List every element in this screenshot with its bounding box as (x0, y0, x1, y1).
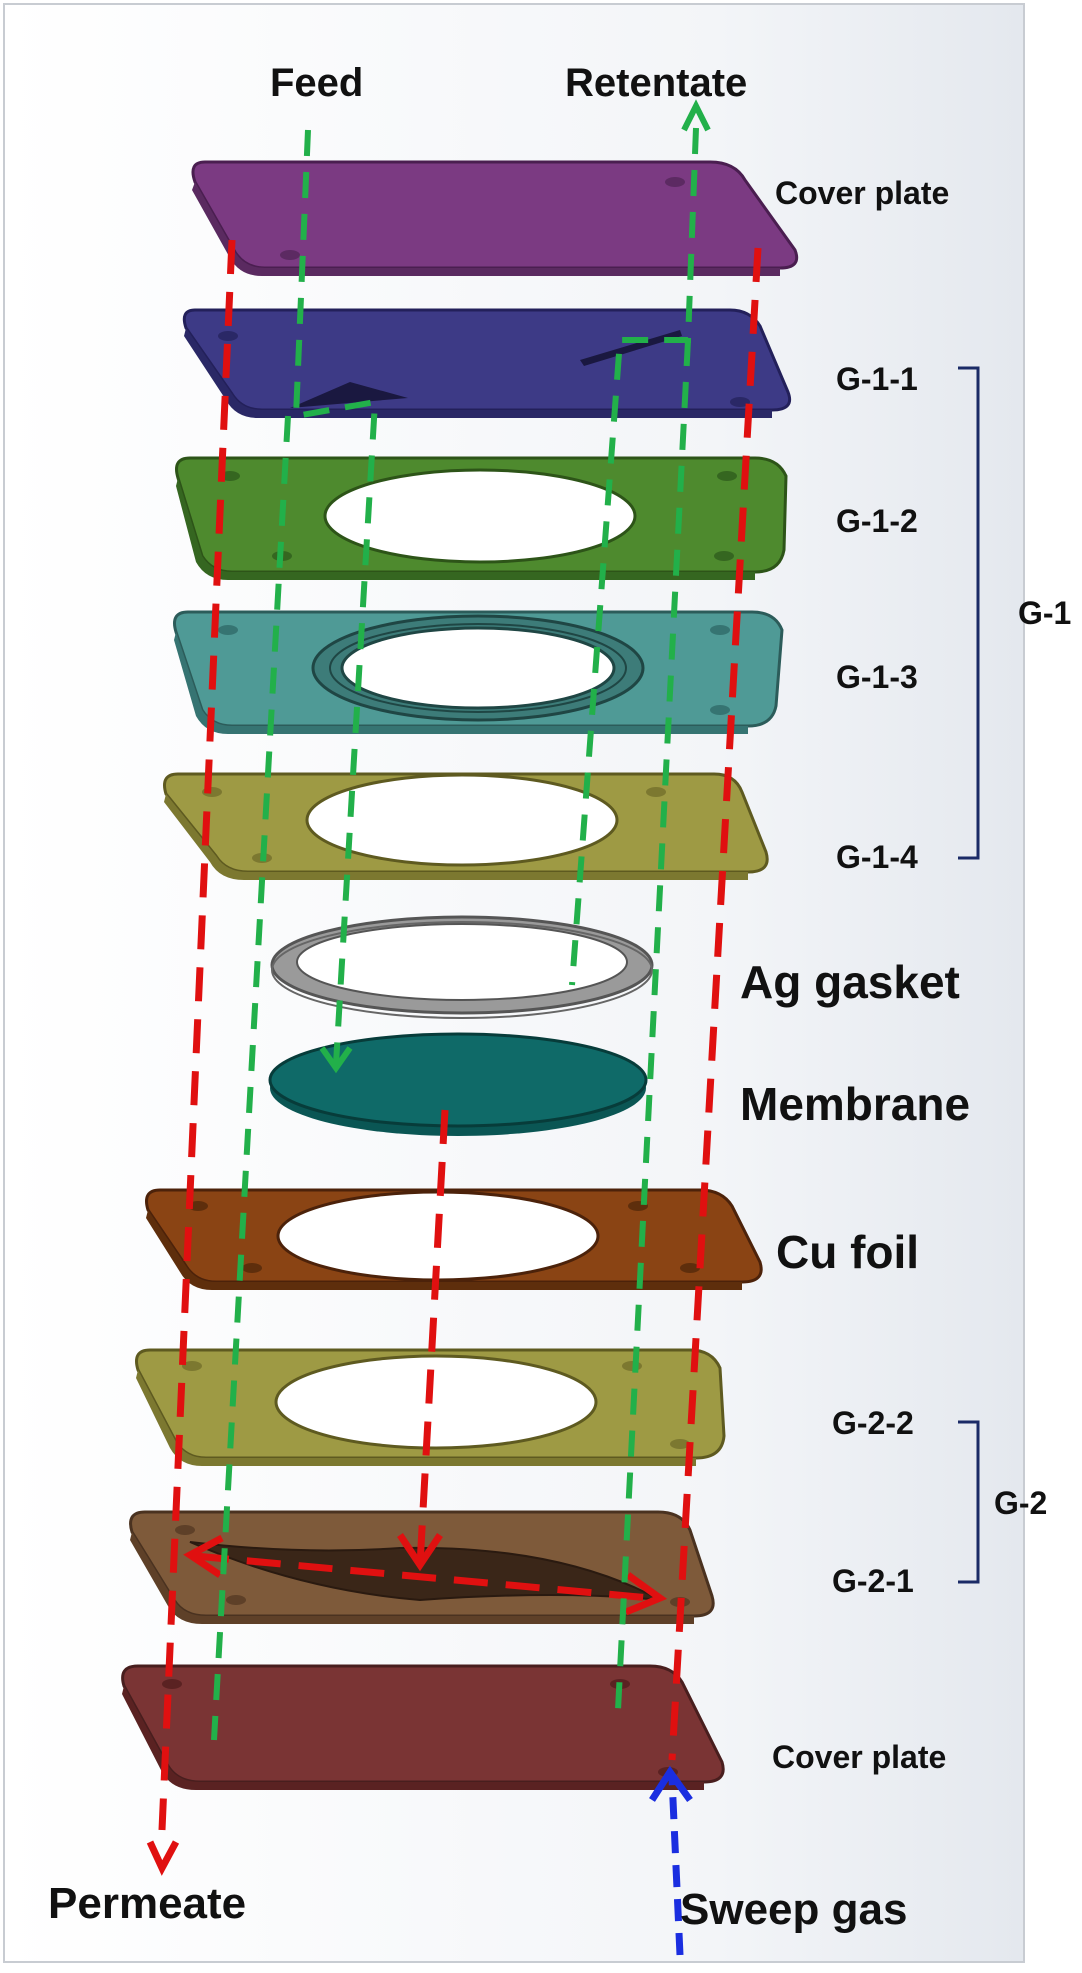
cover-plate-top-label: Cover plate (775, 175, 949, 211)
permeate-label: Permeate (48, 1879, 246, 1928)
g-1-2-label: G-1-2 (836, 503, 918, 539)
plate-g-1-2 (175, 456, 788, 580)
feed-slot (290, 382, 408, 408)
plate-window (340, 626, 616, 710)
sweep-gas-label: Sweep gas (680, 1885, 907, 1934)
g-2-1-label: G-2-1 (832, 1563, 914, 1599)
ag-gasket (270, 915, 654, 1019)
g-1-1-label: G-1-1 (836, 361, 918, 397)
g-1-4-label: G-1-4 (836, 839, 918, 875)
feed-label: Feed (270, 61, 363, 105)
group-g2-label: G-2 (994, 1485, 1047, 1521)
plate-g-1-4 (163, 772, 769, 880)
plate-window (305, 773, 619, 867)
feed-flow-lines (211, 127, 699, 1741)
bolt-hole (665, 177, 685, 187)
g-1-3-label: G-1-3 (836, 659, 918, 695)
retentate-label: Retentate (565, 61, 747, 105)
plate-window (274, 1354, 598, 1450)
bolt-hole (280, 250, 300, 260)
membrane-label: Membrane (740, 1078, 970, 1130)
ag-gasket-label: Ag gasket (740, 956, 960, 1008)
cover-plate-top (191, 160, 799, 276)
group-brackets (958, 366, 980, 1584)
feed-arrowheads (319, 99, 711, 1074)
cu-foil-label: Cu foil (776, 1226, 919, 1278)
plate-g-2-2 (135, 1348, 726, 1466)
membrane-disc (268, 1032, 648, 1136)
cover-plate-bottom-label: Cover plate (772, 1739, 946, 1775)
permeate-arrowheads (146, 1533, 668, 1876)
bracket-g2 (958, 1420, 980, 1584)
bracket-g1 (958, 366, 980, 860)
plate-window (323, 468, 637, 564)
cu-foil (145, 1188, 763, 1290)
sweep-flow (649, 1765, 693, 1956)
group-g1-label: G-1 (1018, 595, 1071, 631)
retentate-slot (580, 330, 682, 366)
plate-g-1-3 (173, 610, 784, 734)
permeate-flow-lines (158, 239, 762, 1831)
g-2-2-label: G-2-2 (832, 1405, 914, 1441)
plate-g-1-1 (182, 308, 792, 418)
